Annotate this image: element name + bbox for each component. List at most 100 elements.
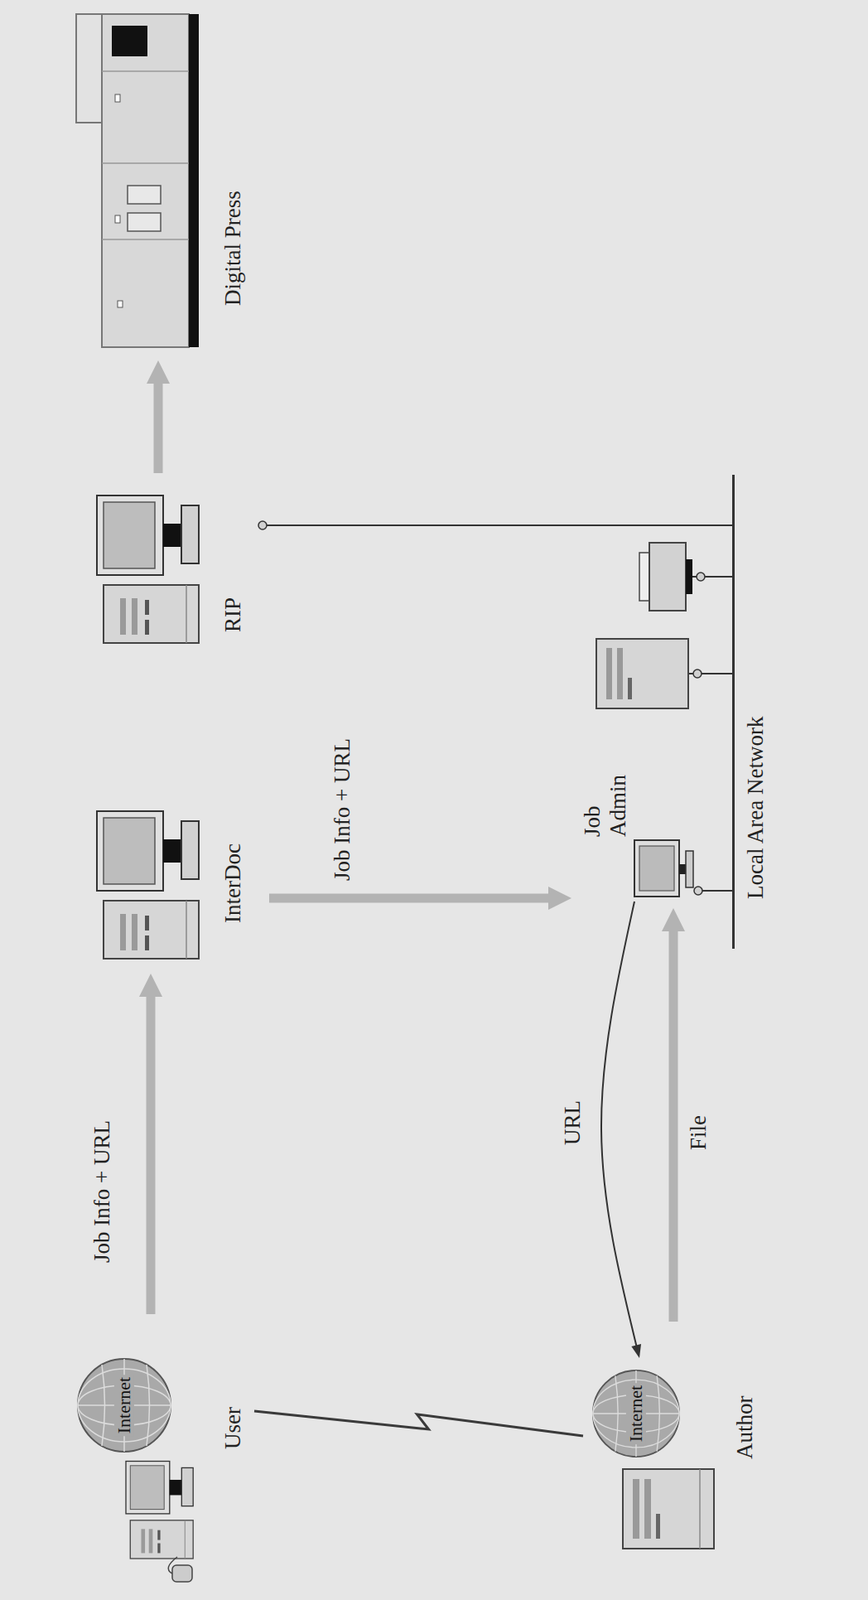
digital-press-part [101,70,189,73]
internet-globe-part [77,1358,171,1452]
connector-line [146,987,156,1314]
digital-press-part [127,185,161,204]
user-computer-part [172,1564,193,1582]
internet-globe [593,1369,680,1457]
digital-press-part [115,94,121,102]
connector-line [254,1410,584,1436]
press-node: Digital Press [76,14,246,348]
user-node: InternetUser [74,1355,246,1587]
device-label: RIP [220,597,246,632]
internet-globe-part [615,1374,618,1451]
flow-arrow [601,901,642,1358]
user-computer-part [125,1461,193,1558]
internet-globe-part [593,1369,680,1457]
network-label: Internet [626,1382,647,1444]
arrow-head [139,973,163,997]
digital-press-part [101,14,189,348]
network-wire [258,520,733,530]
arrow-head [146,360,170,384]
icon-area [589,1367,716,1567]
connector-line [601,901,638,1351]
job-admin-monitor-part [685,850,694,888]
edge-label: File [685,1112,712,1153]
internet-globe [77,1358,171,1452]
lan-server [596,638,733,709]
job-admin-monitor-part [639,845,675,891]
job-admin-monitor [634,839,694,897]
rip-node: RIP [96,493,246,643]
arrow-head [548,886,572,910]
lan-printer-part [685,559,693,594]
network-label: Internet [114,1374,135,1436]
flow-arrow [139,973,163,1314]
author-server-part [622,1468,714,1548]
device-label: Job Admin [579,770,632,837]
server-node: InterDoc [96,809,246,959]
internet-globe-part [656,1374,660,1451]
digital-press-part [115,215,121,223]
device-label: Author [732,1395,758,1460]
device-label: User [220,1406,246,1449]
author-server-part [699,1468,701,1548]
connector-line [154,374,164,473]
edge-label: URL [559,1097,586,1148]
lan-printer [639,542,733,611]
lan-server-part [617,647,623,700]
digital-press-part [117,300,123,308]
lan-server-part [606,647,613,700]
edge-label: Job Info + URL [329,735,356,883]
lan-server-part [627,677,632,700]
connector-line [262,524,733,526]
connector-dot [694,886,703,895]
internet-globe-part [146,1364,150,1446]
digital-press-part [101,162,189,164]
author-server-part [655,1513,661,1539]
digital-press-part [76,14,102,123]
lan-server-part [596,638,689,709]
connector-dot [258,520,267,530]
arrow-head [661,907,685,931]
connector-line [669,921,679,1322]
job-admin-monitor-part [679,863,686,874]
author-server [622,1468,714,1548]
wireless-link [254,1410,584,1436]
workstation-node: Job Admin [579,766,694,900]
lan-server-part [693,669,702,678]
lan-printer-part [639,552,650,601]
edge-label: Job Info + URL [89,1117,116,1265]
digital-press-part [188,14,199,348]
job-admin-monitor-part [634,839,680,897]
digital-press-part [111,25,148,57]
icon-area [631,836,694,900]
arrow-head [631,1343,642,1358]
connector-line [269,893,558,903]
lan-printer-part [649,542,686,611]
internet-globe-part [593,1379,680,1447]
flow-arrow [146,360,170,473]
digital-press-part [101,238,189,241]
network-bus: Local Area Network [732,474,769,949]
icon-area [76,14,199,348]
flow-arrow [269,886,572,910]
author-server-part [644,1478,651,1539]
internet-globe-part [77,1368,171,1442]
lan-printer-part [696,572,705,581]
icon-area [96,809,199,959]
icon-area [74,1355,199,1587]
device-label: InterDoc [220,843,246,923]
author-server-part [632,1478,640,1539]
connector-line [698,889,733,892]
digital-press [76,14,199,348]
user-computer [125,1461,193,1582]
digital-press-part [127,212,161,232]
flow-arrow [661,907,685,1322]
author-node: Internet Author [589,1367,758,1567]
internet-globe-part [101,1364,106,1446]
icon-area [96,493,199,643]
network-label: Local Area Network [742,716,769,899]
device-label: Digital Press [220,190,246,306]
interdoc-computer [96,810,199,959]
